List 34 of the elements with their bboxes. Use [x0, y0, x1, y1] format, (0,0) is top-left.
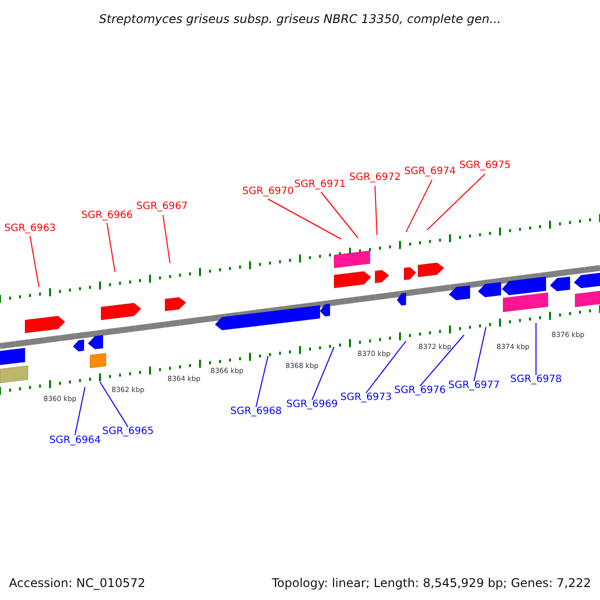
- gene-label: SGR_6970: [242, 186, 294, 198]
- gene-label: SGR_6964: [49, 435, 101, 447]
- leader-line: [74, 386, 86, 436]
- leader-line: [256, 356, 268, 408]
- gene-label: SGR_6978: [510, 374, 562, 386]
- accession-text: Accession: NC_010572: [9, 575, 146, 592]
- leader-line: [100, 382, 128, 428]
- gene-label: SGR_6977: [448, 380, 500, 392]
- gene-label: SGR_6972: [349, 172, 401, 184]
- gene-label: SGR_6974: [404, 166, 456, 178]
- gene-label: SGR_6971: [294, 179, 346, 191]
- chart-title: Streptomyces griseus subsp. griseus NBRC 13350, complete gen...: [98, 11, 502, 28]
- leader-line: [406, 180, 432, 232]
- leader-line: [374, 186, 378, 236]
- leader-line: [106, 222, 116, 272]
- genome-info-text: Topology: linear; Length: 8,545,929 bp; Genes: 7,222: [272, 575, 591, 592]
- gene-label: SGR_6967: [136, 201, 188, 213]
- leader-line: [426, 174, 486, 230]
- gene-label: SGR_6965: [102, 426, 154, 438]
- leader-line: [312, 346, 334, 400]
- leader-line: [366, 340, 406, 394]
- gene-label: SGR_6969: [286, 399, 338, 411]
- gene-label: SGR_6975: [459, 160, 511, 172]
- gene-label: SGR_6966: [81, 210, 133, 222]
- gene-label: SGR_6968: [230, 406, 282, 418]
- leader-line: [268, 198, 342, 240]
- leader-line: [420, 334, 464, 386]
- gene-label: SGR_6973: [340, 392, 392, 404]
- leader-line: [320, 192, 358, 238]
- gene-label: SGR_6976: [394, 385, 446, 397]
- gene-label: SGR_6963: [4, 223, 56, 235]
- leader-line: [162, 214, 170, 264]
- leader-line: [474, 326, 486, 382]
- leader-line: [30, 236, 40, 288]
